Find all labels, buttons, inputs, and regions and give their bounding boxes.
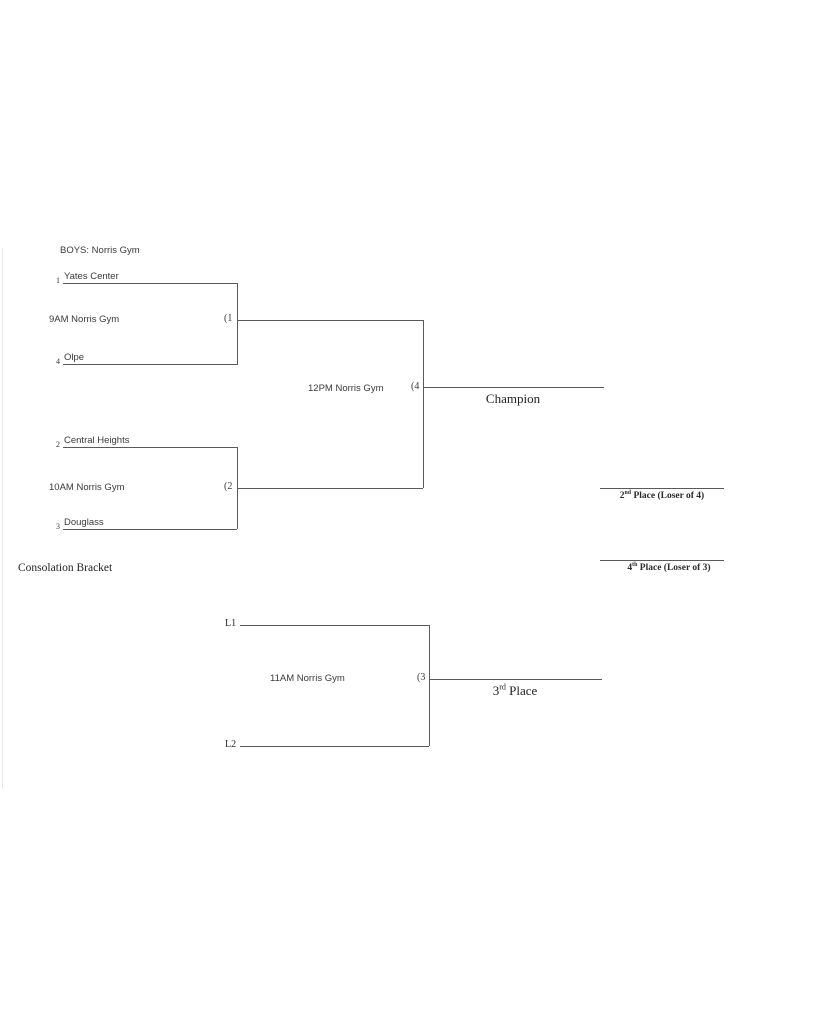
bracket-header-title: BOYS: Norris Gym xyxy=(60,245,140,256)
team-name-douglass[interactable]: Douglass xyxy=(64,517,104,528)
consolation-slot-line-l1 xyxy=(240,625,429,626)
game-2-advance-line xyxy=(237,488,423,489)
scan-edge-artifact xyxy=(2,248,3,788)
consolation-slot-label-l2[interactable]: L2 xyxy=(225,739,237,750)
game-1-number: (1 xyxy=(224,313,233,324)
game-4-time-venue: 12PM Norris Gym xyxy=(308,383,384,394)
team-slot-line-douglass xyxy=(63,529,237,530)
champion-label: Champion xyxy=(485,391,541,406)
team-name-yates-center[interactable]: Yates Center xyxy=(64,271,119,282)
team-slot-line-central-heights xyxy=(63,447,237,448)
second-place-suffix: Place (Loser of 4) xyxy=(631,491,705,501)
game-4-number: (4 xyxy=(411,381,420,392)
seed-number-yates-center: 1 xyxy=(56,276,60,285)
game-2-number: (2 xyxy=(224,481,233,492)
game-4-connector xyxy=(423,320,424,488)
champion-result-line[interactable] xyxy=(423,387,604,388)
fourth-place-prefix: 4 xyxy=(627,563,633,573)
fourth-place-label: 4th Place (Loser of 3) xyxy=(627,561,711,574)
seed-number-central-heights: 2 xyxy=(56,440,60,449)
game-3-number: (3 xyxy=(417,672,426,683)
second-place-prefix: 2 xyxy=(619,491,625,501)
seed-number-douglass: 3 xyxy=(56,522,60,531)
game-2-time-venue: 10AM Norris Gym xyxy=(49,482,125,493)
team-slot-line-olpe xyxy=(63,364,237,365)
team-name-olpe[interactable]: Olpe xyxy=(64,352,85,363)
fourth-place-suffix: Place (Loser of 3) xyxy=(637,563,711,573)
fourth-place-result-line[interactable] xyxy=(600,560,724,561)
seed-number-olpe: 4 xyxy=(56,357,60,366)
second-place-ordinal: nd xyxy=(624,489,632,496)
second-place-label: 2nd Place (Loser of 4) xyxy=(619,489,705,502)
game-1-advance-line xyxy=(237,320,423,321)
consolation-slot-label-l1[interactable]: L1 xyxy=(225,618,237,629)
game-1-connector xyxy=(237,283,238,365)
consolation-slot-line-l2 xyxy=(240,746,429,747)
third-place-ordinal: rd xyxy=(499,682,506,692)
team-slot-line-yates-center xyxy=(63,283,237,284)
second-place-result-line[interactable] xyxy=(600,488,724,489)
third-place-label: 3rd Place xyxy=(492,682,538,698)
third-place-suffix: Place xyxy=(505,683,538,698)
consolation-bracket-heading: Consolation Bracket xyxy=(18,562,113,574)
third-place-result-line[interactable] xyxy=(429,679,602,680)
fourth-place-ordinal: th xyxy=(632,561,638,568)
game-3-connector xyxy=(429,625,430,746)
game-3-time-venue: 11AM Norris Gym xyxy=(270,673,345,684)
team-name-central-heights[interactable]: Central Heights xyxy=(64,435,130,446)
game-1-time-venue: 9AM Norris Gym xyxy=(49,314,120,325)
third-place-prefix: 3 xyxy=(492,683,500,698)
